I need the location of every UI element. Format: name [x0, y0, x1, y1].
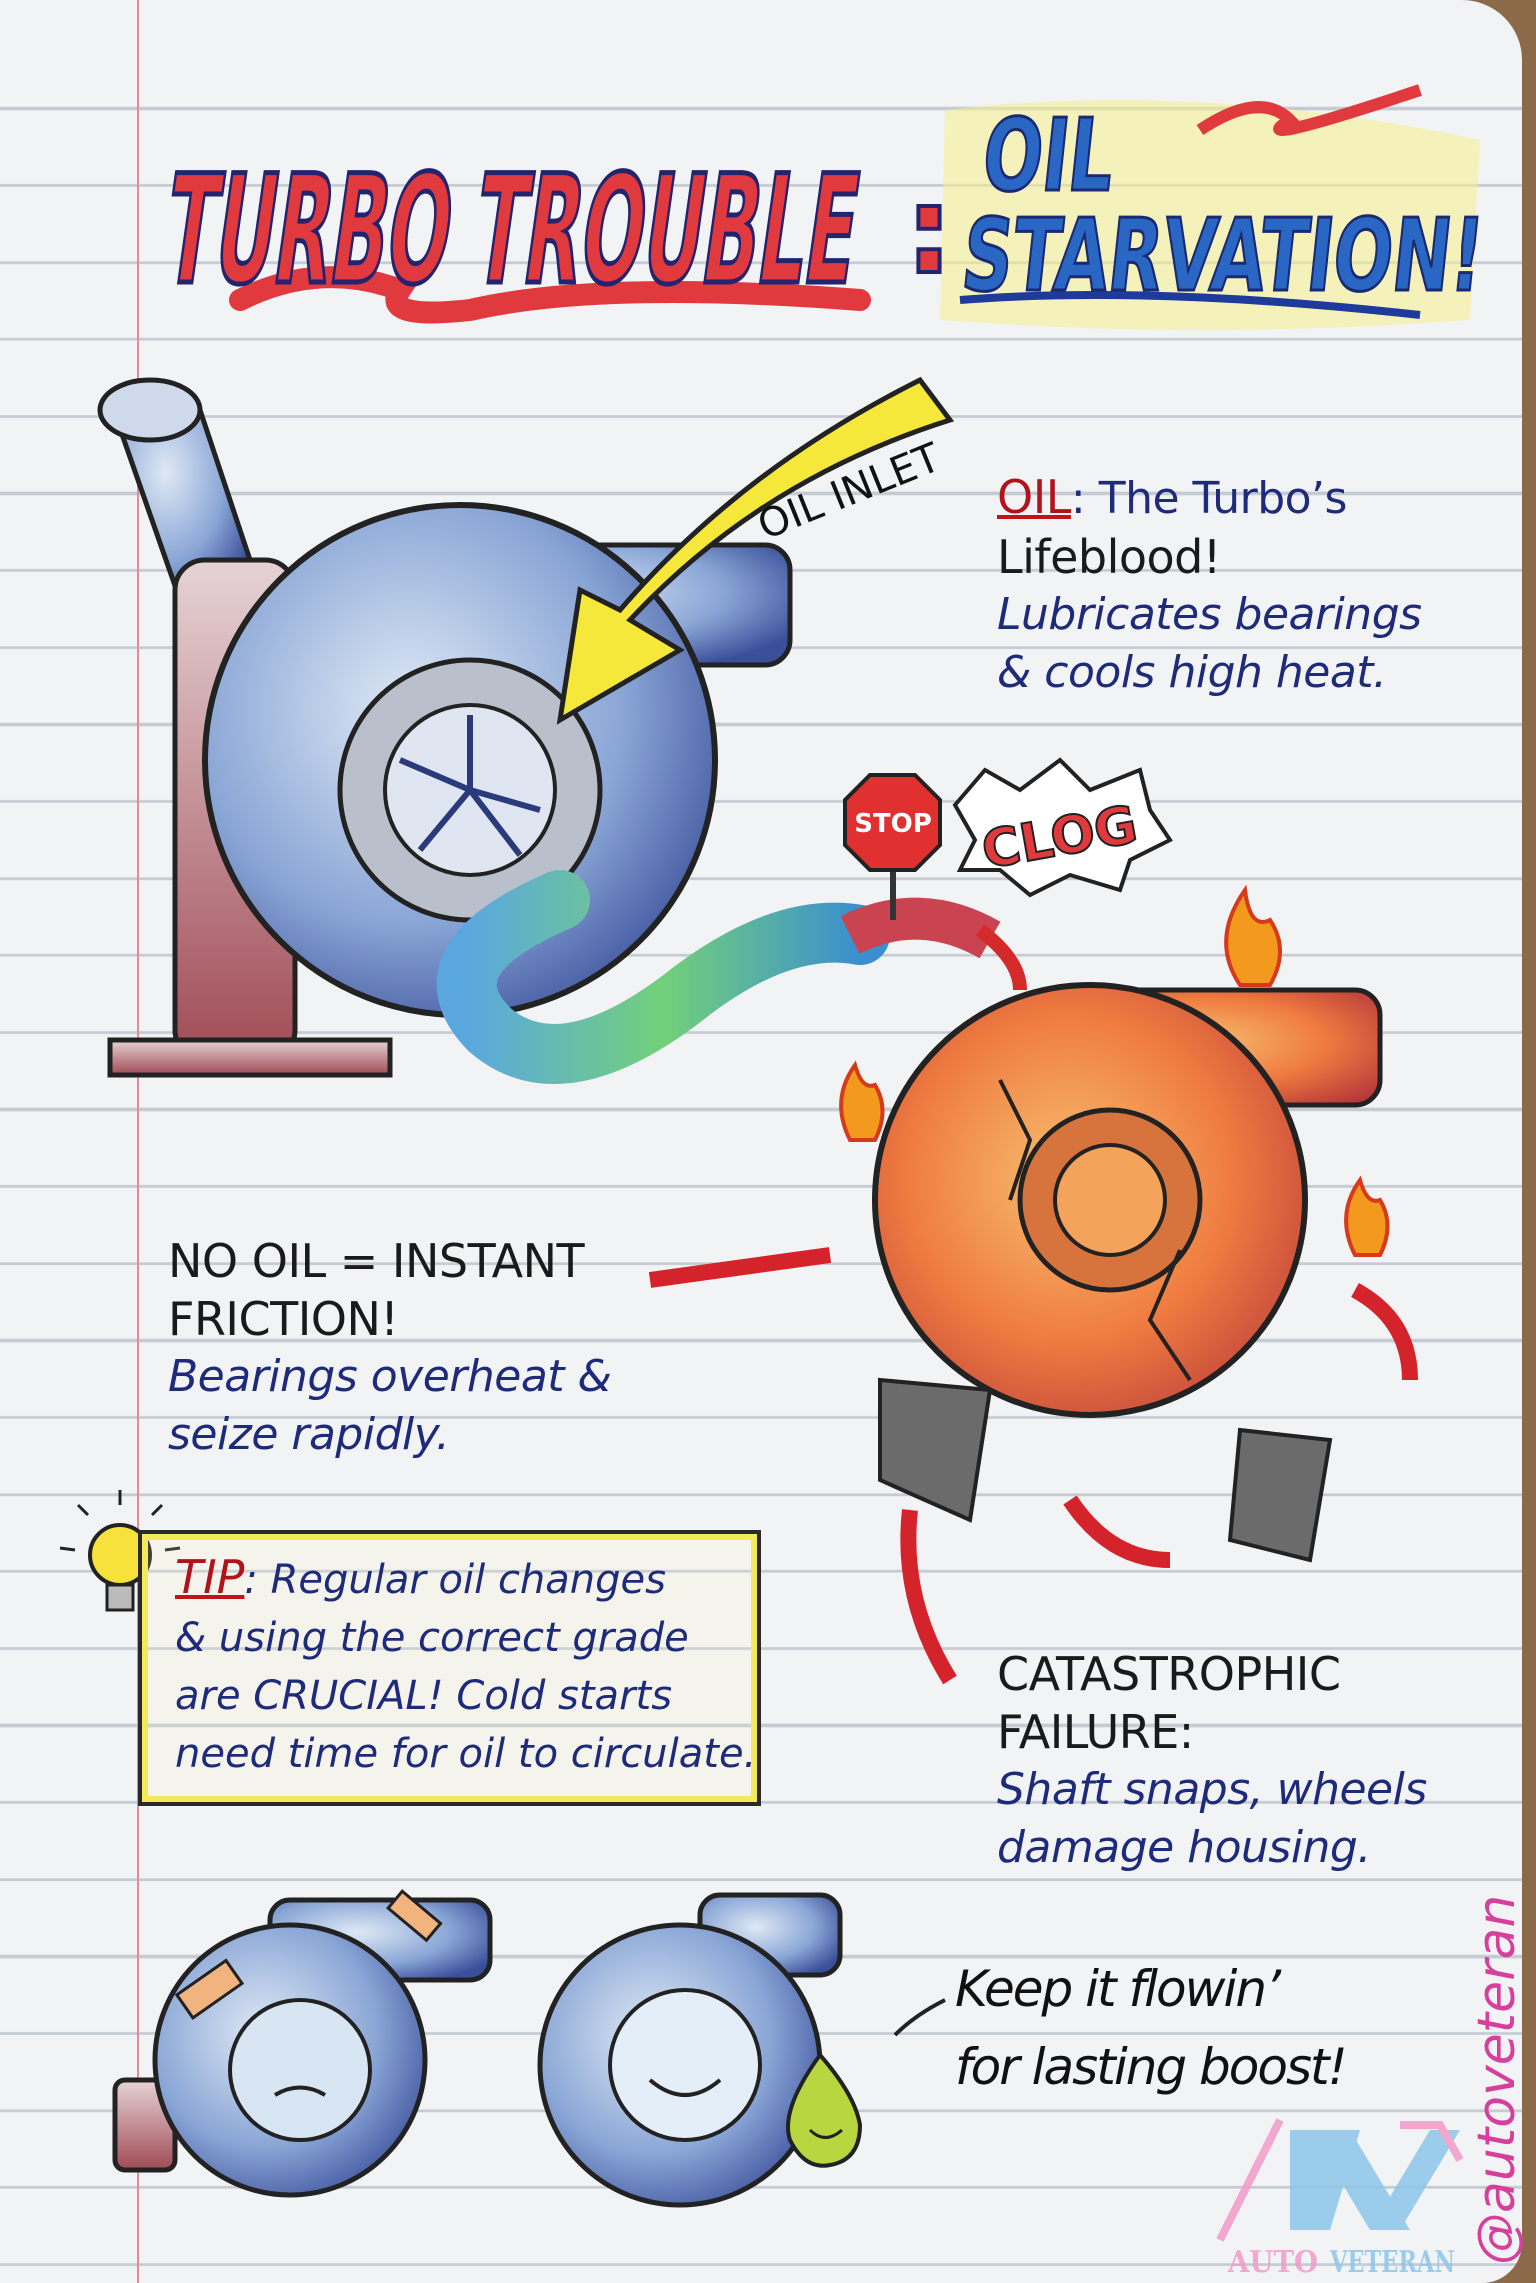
tip-line: : Regular oil changes [244, 1557, 666, 1603]
closing-line: Keep it flowin’ [955, 1960, 1281, 2018]
failure-body: Shaft snaps, wheels [997, 1764, 1427, 1815]
damage-arrows [648, 1247, 1418, 1685]
tip-line: are CRUCIAL! Cold starts [175, 1673, 673, 1719]
tip-line: need time for oil to circulate. [175, 1731, 757, 1777]
flame-icon [839, 884, 1390, 1257]
logo-text-veteran: VETERAN [1329, 2245, 1455, 2280]
failing-turbo-icon [872, 982, 1383, 1563]
auto-veteran-logo: AUTO VETERAN [1216, 2118, 1464, 2280]
oil-keyword: OIL [997, 470, 1071, 524]
title-starvation: STARVATION! [957, 197, 1489, 314]
clog-burst-icon: CLOG [952, 757, 1173, 898]
oil-hose-icon [436, 870, 890, 1084]
oil-heading-line2: Lifeblood! [997, 530, 1221, 584]
sad-turbo-icon [112, 1889, 493, 2198]
stop-label: STOP [854, 809, 932, 839]
closing-line: for lasting boost! [955, 2038, 1348, 2096]
failure-heading: CATASTROPHIC [997, 1647, 1341, 1701]
happy-turbo-icon [537, 1892, 843, 2208]
friction-note: NO OIL = INSTANT FRICTION! Bearings over… [168, 1232, 612, 1464]
friction-body: seize rapidly. [168, 1409, 450, 1460]
friction-heading: NO OIL = INSTANT [168, 1234, 585, 1288]
tip-line: & using the correct grade [175, 1615, 689, 1661]
title-highlight [940, 100, 1480, 330]
closing-message: Keep it flowin’ for lasting boost! [955, 1950, 1348, 2106]
oil-body-line: Lubricates bearings [997, 589, 1422, 640]
oil-drop-mascot-icon [786, 2051, 863, 2168]
friction-heading: FRICTION! [168, 1292, 399, 1346]
social-handle: @autoveteran [1467, 1894, 1527, 2265]
title-colon: : [905, 162, 953, 301]
failure-note: CATASTROPHIC FAILURE: Shaft snaps, wheel… [997, 1645, 1427, 1877]
tip-box [138, 1530, 761, 1806]
clogged-hose [840, 897, 1001, 959]
title-swoosh [229, 266, 871, 324]
lightbulb-icon [59, 1490, 181, 1612]
title-turbo-trouble: TURBO TROUBLE [155, 143, 870, 318]
failure-body: damage housing. [997, 1822, 1371, 1873]
oil-note: OIL: The Turbo’s Lifeblood! Lubricates b… [997, 468, 1422, 702]
logo-text-auto: AUTO [1227, 2245, 1318, 2280]
title-oil: OIL [978, 97, 1120, 214]
pointer-arrow-icon [893, 1998, 946, 2037]
oil-heading: : The Turbo’s [1070, 473, 1348, 524]
friction-body: Bearings overheat & [168, 1351, 612, 1402]
title: TURBO TROUBLE : OIL STARVATION! [153, 84, 1491, 330]
title-underline [959, 291, 1421, 319]
tip-keyword: TIP [175, 1550, 245, 1604]
red-arrow-icon [975, 924, 1027, 991]
failure-heading: FAILURE: [997, 1705, 1194, 1759]
tip-text: TIP: Regular oil changes & using the cor… [175, 1548, 756, 1783]
margin-line [137, 0, 139, 2283]
stop-sign-icon: STOP [843, 773, 942, 920]
oil-body-line: & cools high heat. [997, 647, 1387, 698]
title-flourish [1196, 84, 1422, 136]
